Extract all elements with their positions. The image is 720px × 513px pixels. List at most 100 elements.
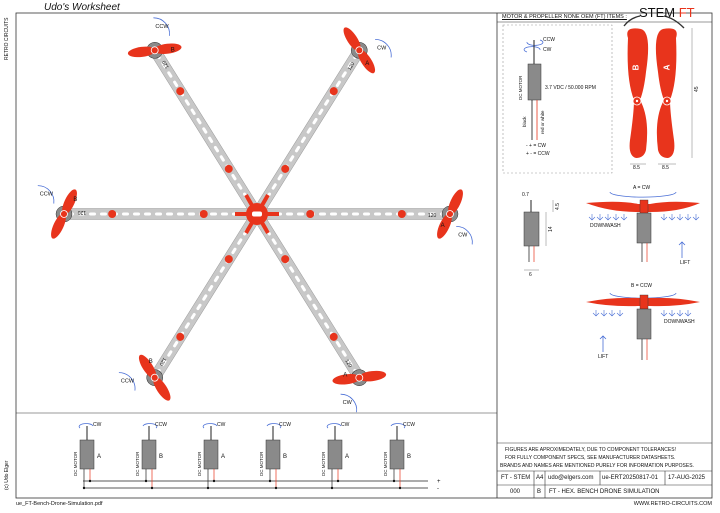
arm-slot — [324, 99, 330, 106]
junction-dot — [150, 486, 154, 490]
rail-plus-label: + — [437, 479, 441, 485]
arm-slot — [300, 285, 306, 292]
rotation-arrow — [118, 372, 136, 391]
motor-body — [79, 439, 95, 470]
motor-rotation-arc — [78, 423, 94, 429]
junction-dot — [398, 486, 402, 490]
motor-body — [389, 439, 405, 470]
rotation-arrow — [340, 393, 358, 413]
spec-wire-black: black — [522, 116, 527, 127]
ccw-arc-icon — [526, 39, 544, 46]
arm-slot — [161, 359, 167, 367]
arm-clip — [176, 87, 185, 96]
arm-slot — [208, 285, 214, 292]
small-motor-body — [523, 211, 540, 247]
motor-rotation-arc — [202, 423, 218, 429]
footer-filename: ue_FT-Bench-Drone-Simulation.pdf — [16, 501, 103, 507]
arm-slot — [190, 108, 196, 116]
spec-rating: 3.7 VDC / 50.000 RPM — [545, 85, 596, 91]
arm-slot — [210, 212, 217, 216]
arm-angle-label: 120 — [77, 209, 86, 215]
rotation-arrow — [375, 38, 392, 58]
junction-dot — [268, 479, 272, 483]
rotation-label: CCW — [40, 192, 54, 198]
prop-width-right-dim: 8.5 — [662, 165, 669, 171]
rotation-arrow — [456, 225, 473, 245]
arm-angle-label: 120 — [343, 358, 353, 368]
spec-ccw-label: CCW — [543, 37, 555, 43]
propeller-blade — [357, 49, 376, 74]
thrust-a-downwash: DOWNWASH — [590, 223, 621, 229]
propeller — [138, 354, 171, 401]
propeller-hub — [150, 46, 159, 55]
arm-slot — [289, 266, 295, 273]
arm-slot — [133, 212, 140, 216]
arm-slot — [324, 322, 330, 329]
arm-slot — [237, 238, 243, 245]
rail-minus-label: - — [437, 486, 439, 492]
frame-arm: 120 — [146, 42, 263, 218]
motor-rotation-arc — [326, 423, 342, 429]
arm-slot — [347, 61, 353, 69]
tb-format: A4 — [536, 475, 544, 481]
propeller-letter: B — [149, 359, 153, 365]
arm-slot — [208, 136, 214, 143]
arm-clip — [281, 164, 290, 173]
motor-body — [141, 439, 157, 470]
arm-slot — [89, 212, 96, 216]
arm-slot — [352, 212, 359, 216]
arm-slot — [202, 127, 208, 134]
arm-slot — [407, 212, 414, 216]
arm-slot — [231, 173, 237, 181]
motor-body — [203, 439, 219, 470]
arm-slot — [202, 294, 208, 301]
arm-slot — [188, 212, 195, 216]
propeller-hub — [60, 210, 68, 218]
propeller — [127, 43, 182, 58]
prop-height-dim: 45 — [694, 86, 700, 92]
propeller — [51, 189, 77, 239]
arm-slot — [341, 71, 347, 78]
arm-slot — [341, 350, 347, 357]
arm-slot — [306, 127, 312, 134]
junction-dot — [206, 486, 210, 490]
arm-slot — [277, 247, 283, 255]
spec-wire-red: red or white — [540, 110, 545, 134]
motor-label: DC MOTOR — [73, 451, 78, 476]
propeller-blade — [448, 189, 463, 216]
propeller-blade — [343, 27, 361, 52]
arm-slot — [237, 183, 243, 190]
arm-slot — [330, 212, 337, 216]
arm-slot — [335, 80, 341, 88]
thrust-b-downwash-arrows — [592, 310, 692, 317]
rotation-arrow — [153, 17, 170, 36]
junction-dot — [144, 479, 148, 483]
arm-clip — [329, 332, 338, 341]
thrust-a-lift: LIFT — [680, 260, 691, 266]
arm-slot — [184, 99, 190, 106]
arm-slot — [219, 266, 225, 273]
brand-logo-ft: FT — [678, 5, 695, 20]
tb-number: 000 — [510, 489, 521, 495]
propeller-letter: A — [365, 61, 369, 67]
motor-body — [527, 63, 542, 101]
arm-slot — [286, 212, 293, 216]
thrust-b-motor — [636, 308, 652, 340]
junction-dot — [274, 486, 278, 490]
motor-direction-label: CCW — [155, 422, 167, 428]
arm-slot — [297, 212, 304, 216]
arm-slot — [213, 145, 220, 153]
propeller-blade — [138, 354, 157, 379]
arm-slot — [78, 212, 85, 216]
sheet-frame — [15, 12, 713, 499]
spec-polarity-ccw: + - = CCW — [526, 151, 550, 157]
propeller-hub — [355, 46, 364, 55]
propeller-b-drawing — [623, 15, 649, 159]
motor-propeller-letter: A — [221, 454, 225, 460]
tb-doc-title: FT - HEX. BENCH DRONE SIMULATION — [549, 489, 660, 495]
motor-propeller-letter: A — [97, 454, 101, 460]
propeller-blade — [437, 212, 452, 239]
